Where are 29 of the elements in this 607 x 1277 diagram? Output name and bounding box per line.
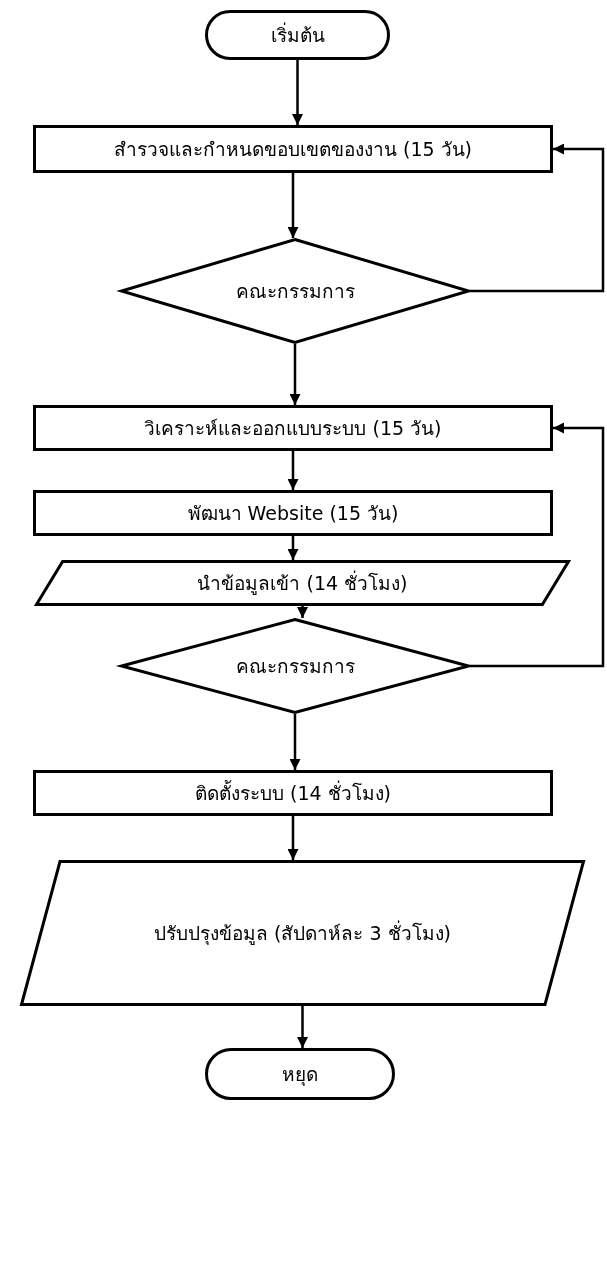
arrow bbox=[297, 1006, 308, 1048]
arrow bbox=[287, 536, 299, 560]
terminal-shape bbox=[205, 10, 390, 60]
data-parallelogram bbox=[20, 860, 585, 1006]
arrow bbox=[289, 344, 301, 405]
process-box bbox=[33, 770, 553, 816]
node-label: วิเคราะห์และออกแบบระบบ (15 วัน) bbox=[144, 415, 442, 441]
arrow bbox=[287, 451, 299, 490]
process-box bbox=[33, 125, 553, 173]
arrow bbox=[287, 173, 299, 238]
node-label: คณะกรรมการ bbox=[235, 278, 355, 304]
arrow bbox=[470, 422, 605, 668]
terminal-shape bbox=[205, 1048, 395, 1100]
process-box bbox=[33, 490, 553, 536]
node-label: คณะกรรมการ bbox=[235, 653, 355, 679]
arrow bbox=[470, 143, 605, 293]
node-label: ปรับปรุงข้อมูล (สัปดาห์ละ 3 ชั่วโมง) bbox=[153, 919, 451, 947]
node-label: เริ่มต้น bbox=[270, 21, 325, 48]
arrow bbox=[292, 60, 303, 125]
arrow bbox=[287, 816, 299, 860]
node-label: ติดตั้งระบบ (14 ชั่วโมง) bbox=[194, 779, 392, 806]
arrow bbox=[297, 606, 308, 618]
node-label: สำรวจและกำหนดขอบเขตของงาน (15 วัน) bbox=[113, 136, 473, 162]
node-label: หยุด bbox=[282, 1061, 318, 1088]
arrow bbox=[289, 714, 301, 770]
node-label: พัฒนา Website (15 วัน) bbox=[187, 500, 399, 526]
data-parallelogram bbox=[35, 560, 570, 606]
node-label: นำข้อมูลเข้า (14 ชั่วโมง) bbox=[197, 569, 408, 597]
process-box bbox=[33, 405, 553, 451]
